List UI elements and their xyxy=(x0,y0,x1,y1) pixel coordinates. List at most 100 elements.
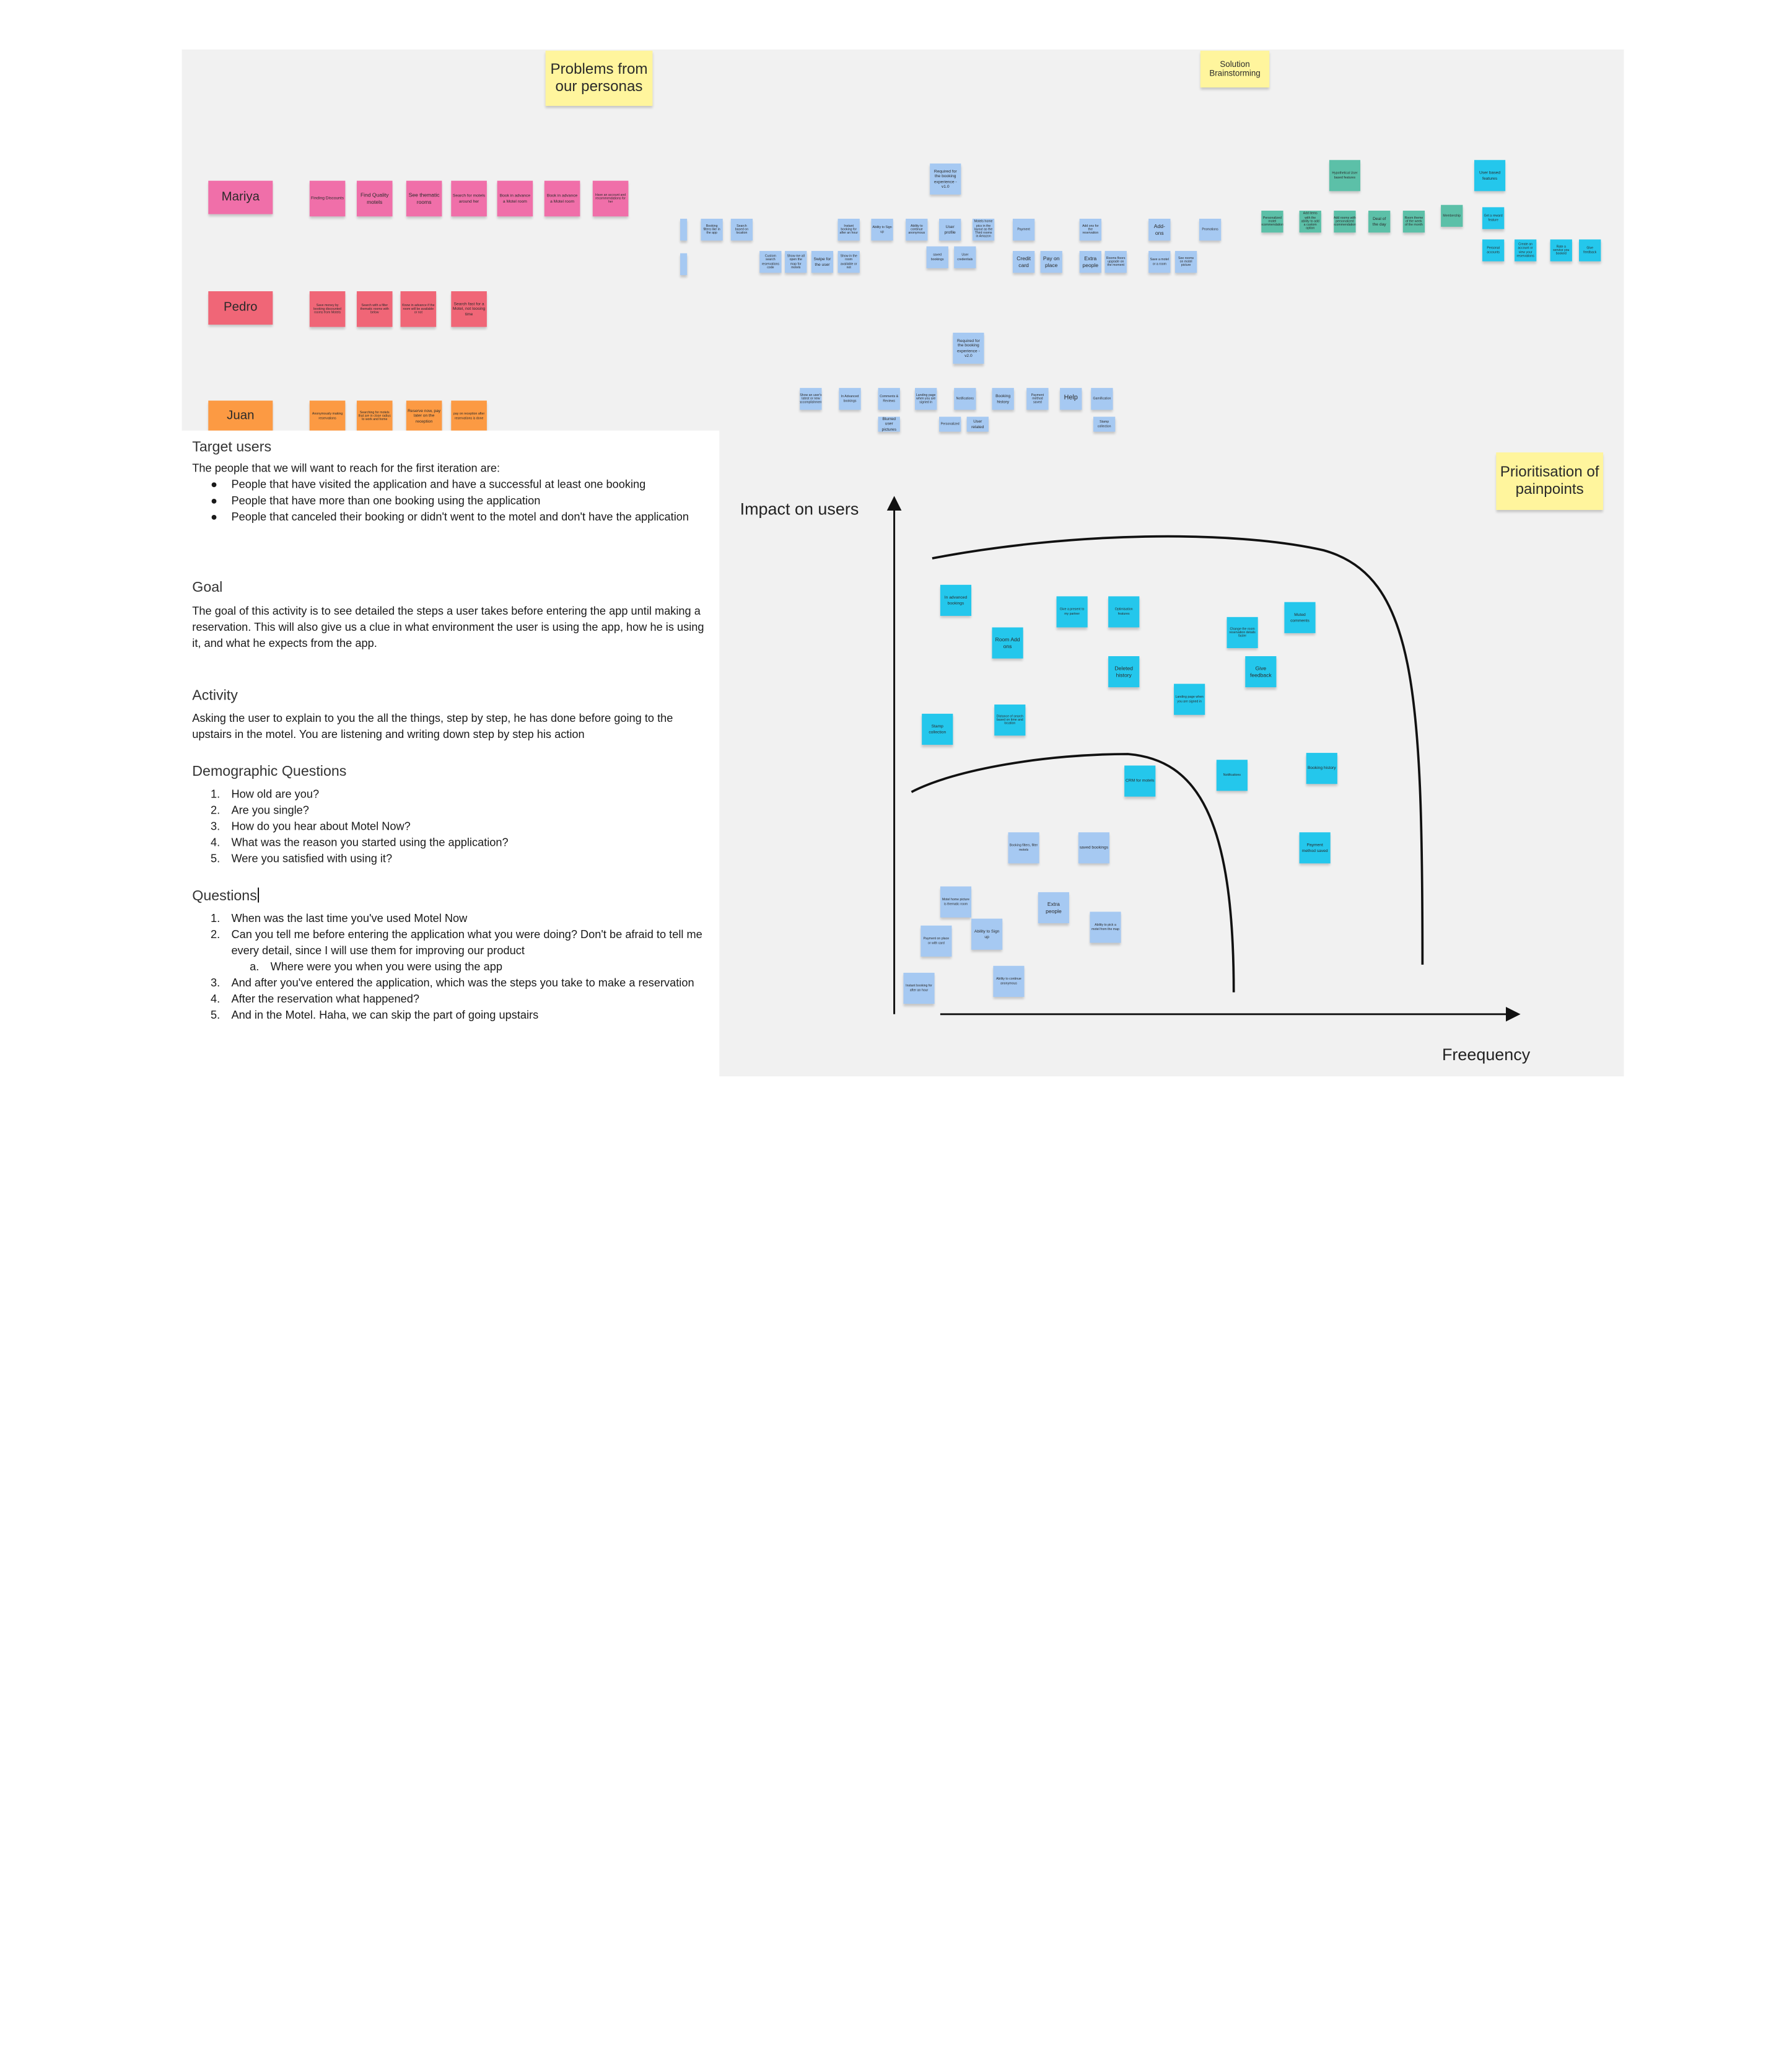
idea-note[interactable]: Show in the room available or not xyxy=(837,251,860,273)
matrix-note[interactable]: Ability to continue anonymous xyxy=(993,965,1025,997)
matrix-note[interactable]: Distance of search based on time and loc… xyxy=(994,705,1026,736)
cyan-note[interactable]: Create an account or view your reservati… xyxy=(1514,239,1537,261)
matrix-note[interactable]: Room Add ons xyxy=(992,627,1023,659)
teal-header-note[interactable]: Hypothetical User based features xyxy=(1329,160,1361,191)
cyan-header-note[interactable]: User based features xyxy=(1474,160,1506,191)
matrix-note[interactable]: Payment on place or with card xyxy=(920,925,952,957)
idea-note[interactable]: Rooms floors upgrade on the moment xyxy=(1104,251,1127,273)
idea-note[interactable]: Save a motel or a room xyxy=(1148,251,1171,273)
persona-note[interactable]: Searching for motels that are in close r… xyxy=(356,400,393,432)
persona-pedro[interactable]: Pedro xyxy=(208,291,273,325)
idea-note[interactable]: Help xyxy=(1060,388,1082,410)
idea-note[interactable]: Search based on location xyxy=(730,219,753,241)
persona-note[interactable]: Book in advance a Motel room xyxy=(544,180,580,217)
persona-note[interactable]: Finding Discounts xyxy=(309,180,346,217)
idea-note[interactable]: Pay on place xyxy=(1040,251,1062,273)
matrix-note[interactable]: Optimisation features xyxy=(1108,596,1140,628)
matrix-note[interactable]: Deleted history xyxy=(1108,656,1140,688)
persona-note[interactable]: Reserve now, pay later on the reception xyxy=(406,400,442,432)
matrix-note[interactable]: saved bookings xyxy=(1078,832,1110,864)
idea-note[interactable]: User profile xyxy=(939,219,961,241)
matrix-note[interactable]: Motel home picture is thematic room xyxy=(940,886,972,918)
idea-note[interactable]: See rooms on motel picture xyxy=(1174,251,1197,273)
matrix-note[interactable]: Muted comments xyxy=(1284,602,1316,633)
matrix-note[interactable]: Payment method saved xyxy=(1299,832,1331,864)
idea-note[interactable]: Promotions xyxy=(1199,219,1222,241)
persona-note[interactable]: Know in advance if the room will be avai… xyxy=(400,291,437,327)
persona-note[interactable]: Anonymously making reservations xyxy=(309,400,346,432)
solution-header-note[interactable]: Solution Brainstorming xyxy=(1200,50,1270,88)
idea-note[interactable]: Extra people xyxy=(1079,251,1102,273)
idea-note[interactable]: Notifications xyxy=(954,388,976,410)
idea-note[interactable]: User related xyxy=(966,416,989,432)
idea-note[interactable]: Gamification xyxy=(1091,388,1113,410)
idea-note[interactable]: Payment method saved xyxy=(1026,388,1049,410)
idea-note[interactable]: Ability to Sign up xyxy=(871,219,893,241)
persona-note[interactable]: Book in advance a Motel room xyxy=(497,180,533,217)
cyan-note[interactable]: Rate a service you booked xyxy=(1550,239,1572,261)
cyan-note[interactable]: Give feedback xyxy=(1579,239,1601,261)
teal-note[interactable]: Room theme of the week of the month xyxy=(1402,210,1425,233)
idea-note[interactable]: Comments & Reviews xyxy=(878,388,900,410)
teal-note[interactable]: Membership xyxy=(1441,204,1463,227)
idea-note[interactable]: User credentials xyxy=(954,246,976,268)
idea-note[interactable]: Motels home pics in the layout as the Th… xyxy=(972,219,995,241)
idea-note[interactable]: Show an user's latest or new accomplishm… xyxy=(800,388,822,410)
cyan-note[interactable]: Get a reward feature xyxy=(1482,207,1505,229)
teal-note[interactable]: Personalized motel recommendations xyxy=(1261,210,1283,233)
persona-note[interactable]: pay on reception after reservations is d… xyxy=(451,400,487,432)
idea-note[interactable]: Add-ons xyxy=(1148,219,1171,241)
persona-note[interactable]: Search fast for a Motel, not loosing tim… xyxy=(451,291,487,327)
idea-note[interactable]: Booking filters like in the app xyxy=(701,219,723,241)
matrix-note[interactable]: Change the room reservation details fast… xyxy=(1226,617,1258,648)
idea-note[interactable]: saved bookings xyxy=(926,246,948,268)
idea-note[interactable]: Blurred user pictures xyxy=(878,416,900,432)
matrix-note[interactable]: Give a present to my partner xyxy=(1056,596,1088,628)
persona-juan[interactable]: Juan xyxy=(208,400,273,432)
matrix-note[interactable]: Notifications xyxy=(1216,760,1248,791)
idea-note[interactable]: Landing page when you are signed in xyxy=(915,388,937,410)
persona-note[interactable]: Have an account and recommendations for … xyxy=(592,180,629,217)
matrix-note[interactable]: In advanced bookings xyxy=(940,584,972,616)
idea-note[interactable]: Stamp collection xyxy=(1093,416,1116,432)
teal-note[interactable]: Add rooms with personalized recommendati… xyxy=(1334,210,1356,233)
idea-note-partial[interactable] xyxy=(680,253,688,276)
matrix-note[interactable]: Landing page when you are signed in xyxy=(1174,683,1205,715)
idea-note-v1[interactable]: Required for the booking experience - v1… xyxy=(930,163,961,195)
problems-header-note[interactable]: Problems from our personas xyxy=(545,50,653,106)
persona-note[interactable]: Save money by booking discounted rooms f… xyxy=(309,291,346,327)
persona-note[interactable]: See thematic rooms xyxy=(406,180,442,217)
teal-note[interactable]: Add items with the ability to add a cust… xyxy=(1299,210,1321,233)
matrix-note[interactable]: Instant booking for after an hour xyxy=(903,972,935,1004)
matrix-note[interactable]: Ability to pick a motel from the map xyxy=(1090,911,1121,943)
matrix-note[interactable]: CRM for motels xyxy=(1124,765,1156,797)
idea-note[interactable]: Instant booking for after an hour xyxy=(837,219,860,241)
research-plan-document[interactable]: Target users The people that we will wan… xyxy=(181,430,720,1076)
persona-note[interactable]: Search for motels around her xyxy=(451,180,487,217)
matrix-note[interactable]: Stamp collection xyxy=(922,713,953,745)
idea-note[interactable]: Personalized xyxy=(939,416,961,432)
idea-note[interactable]: In Advanced bookings xyxy=(839,388,861,410)
idea-note-partial[interactable] xyxy=(680,219,688,241)
persona-note[interactable]: Find Quality motels xyxy=(356,180,393,217)
persona-note[interactable]: Search with a filter thematic rooms with… xyxy=(356,291,393,327)
idea-note[interactable]: Swipe for the user xyxy=(811,251,834,273)
idea-note-v2[interactable]: Required for the booking experience - v2… xyxy=(953,332,984,364)
matrix-note[interactable]: Ability to Sign up xyxy=(971,918,1003,950)
idea-note[interactable]: Custom search reservations code xyxy=(759,251,782,273)
idea-note[interactable]: Payment xyxy=(1012,219,1035,241)
prioritisation-header-note[interactable]: Prioritisation of painpoints xyxy=(1496,452,1604,511)
cyan-note[interactable]: Personal accounts xyxy=(1482,239,1505,261)
persona-mariya[interactable]: Mariya xyxy=(208,180,273,214)
idea-note[interactable]: Add ons for the reservation xyxy=(1079,219,1102,241)
questions-heading[interactable]: Questions xyxy=(192,887,260,903)
idea-note[interactable]: Show me all open the map for motels xyxy=(785,251,807,273)
matrix-note[interactable]: Booking filters, filter motels xyxy=(1008,832,1039,864)
matrix-note[interactable]: Booking history xyxy=(1306,753,1337,784)
idea-note[interactable]: Ability to continue anonymous xyxy=(906,219,928,241)
matrix-note[interactable]: Give feedback xyxy=(1245,656,1277,688)
teal-note[interactable]: Deal of the day xyxy=(1368,210,1391,233)
matrix-note[interactable]: Extra people xyxy=(1038,892,1069,924)
idea-note[interactable]: Credit card xyxy=(1012,251,1035,273)
